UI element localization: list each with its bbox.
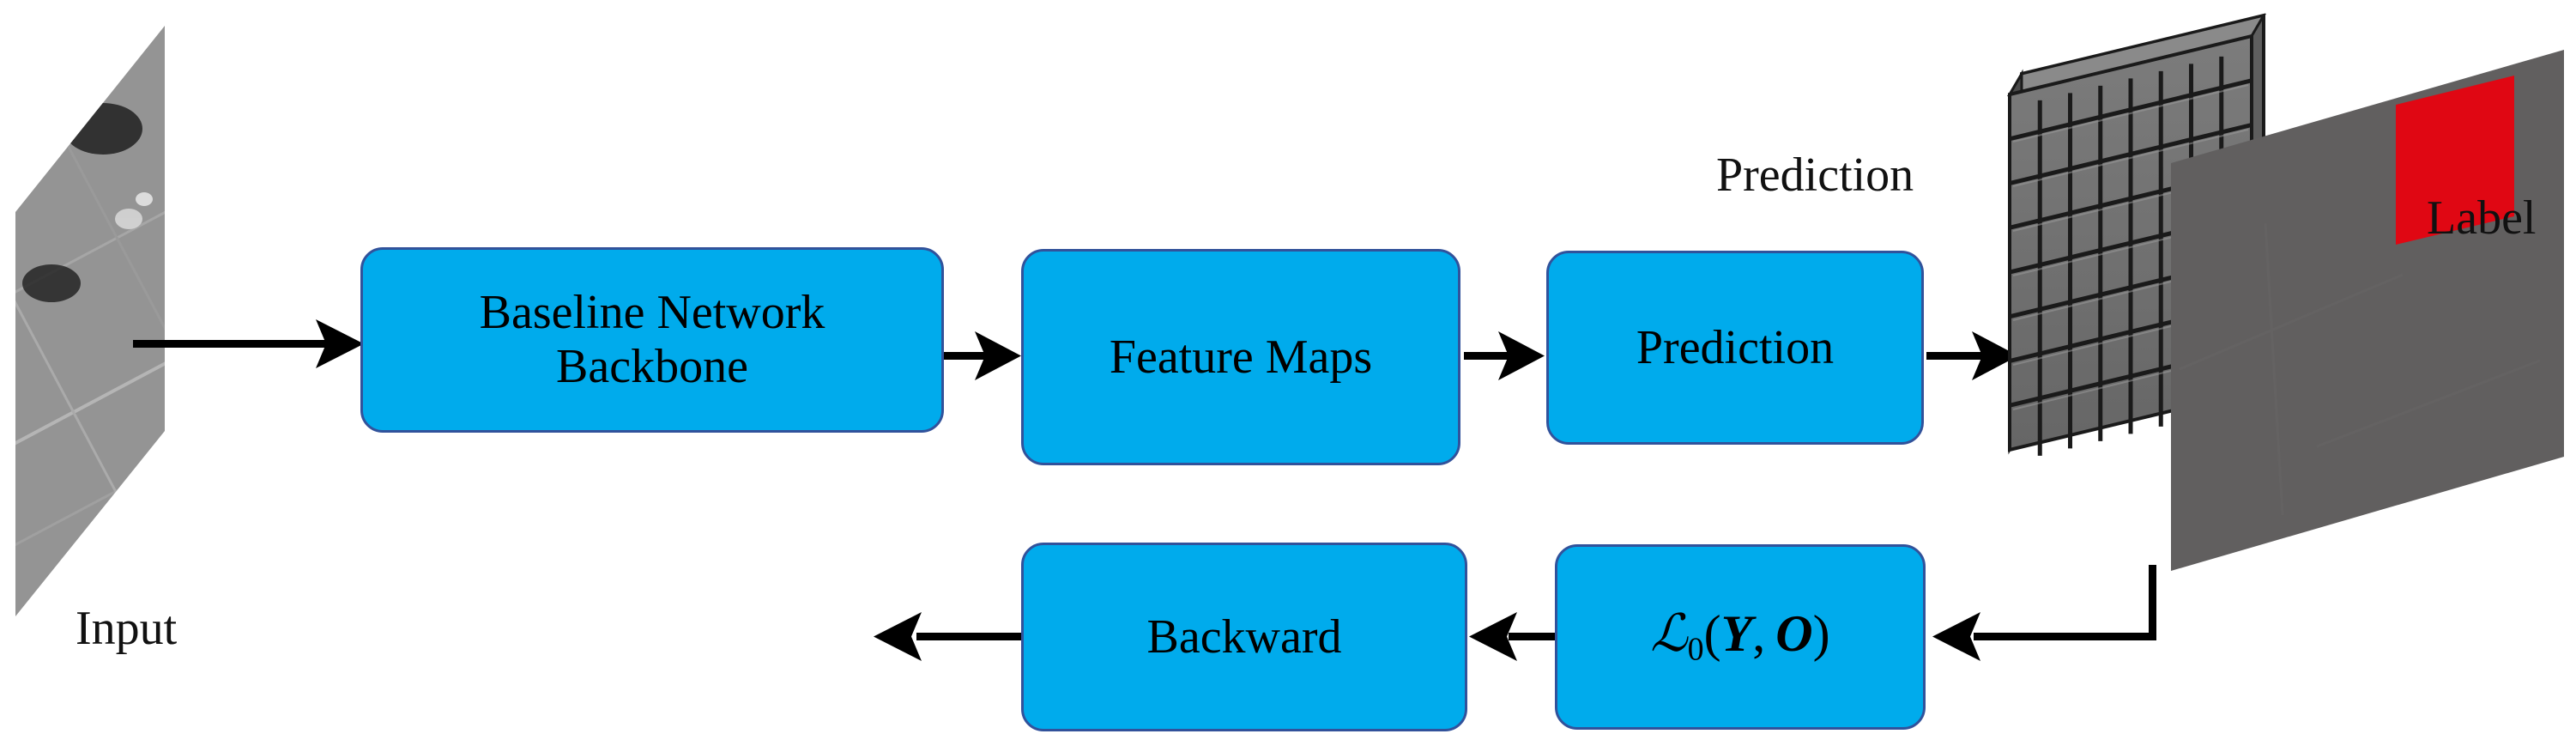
caption-input: Input xyxy=(76,602,178,655)
flow-arrows xyxy=(133,319,2156,661)
arrow-backbone-to-featuremaps xyxy=(944,331,1021,380)
loss-arg-o: O xyxy=(1775,605,1813,663)
arrow-loss-to-backward xyxy=(1469,612,1557,661)
node-loss-formula: ℒ0(Y, O) xyxy=(1650,605,1829,668)
node-backward[interactable]: Backward xyxy=(1021,543,1467,731)
node-prediction-label: Prediction xyxy=(1636,320,1835,374)
arrow-featuremaps-to-prediction xyxy=(1464,331,1545,380)
node-feature-maps-label: Feature Maps xyxy=(1109,330,1373,384)
node-feature-maps[interactable]: Feature Maps xyxy=(1021,249,1460,465)
loss-subscript: 0 xyxy=(1687,632,1704,669)
loss-arg-y: Y xyxy=(1720,605,1753,663)
loss-open-paren: ( xyxy=(1703,605,1721,663)
loss-comma: , xyxy=(1752,605,1766,663)
arrow-label-to-loss xyxy=(1932,565,2156,661)
arrow-input-to-backbone xyxy=(133,319,364,368)
arrow-prediction-to-grid xyxy=(1926,331,2018,380)
node-backbone-label: Baseline Network Backbone xyxy=(479,286,825,393)
label-red-region xyxy=(2396,76,2514,245)
caption-label: Label xyxy=(2427,191,2537,245)
loss-close-paren: ) xyxy=(1812,605,1830,663)
node-loss[interactable]: ℒ0(Y, O) xyxy=(1555,544,1926,730)
loss-symbol: ℒ xyxy=(1650,604,1688,664)
node-backward-label: Backward xyxy=(1146,610,1342,664)
input-image xyxy=(15,26,165,616)
node-prediction[interactable]: Prediction xyxy=(1546,251,1924,445)
caption-prediction: Prediction xyxy=(1716,149,1914,202)
node-backbone[interactable]: Baseline Network Backbone xyxy=(360,247,944,433)
arrow-backward-to-input xyxy=(874,612,1021,661)
